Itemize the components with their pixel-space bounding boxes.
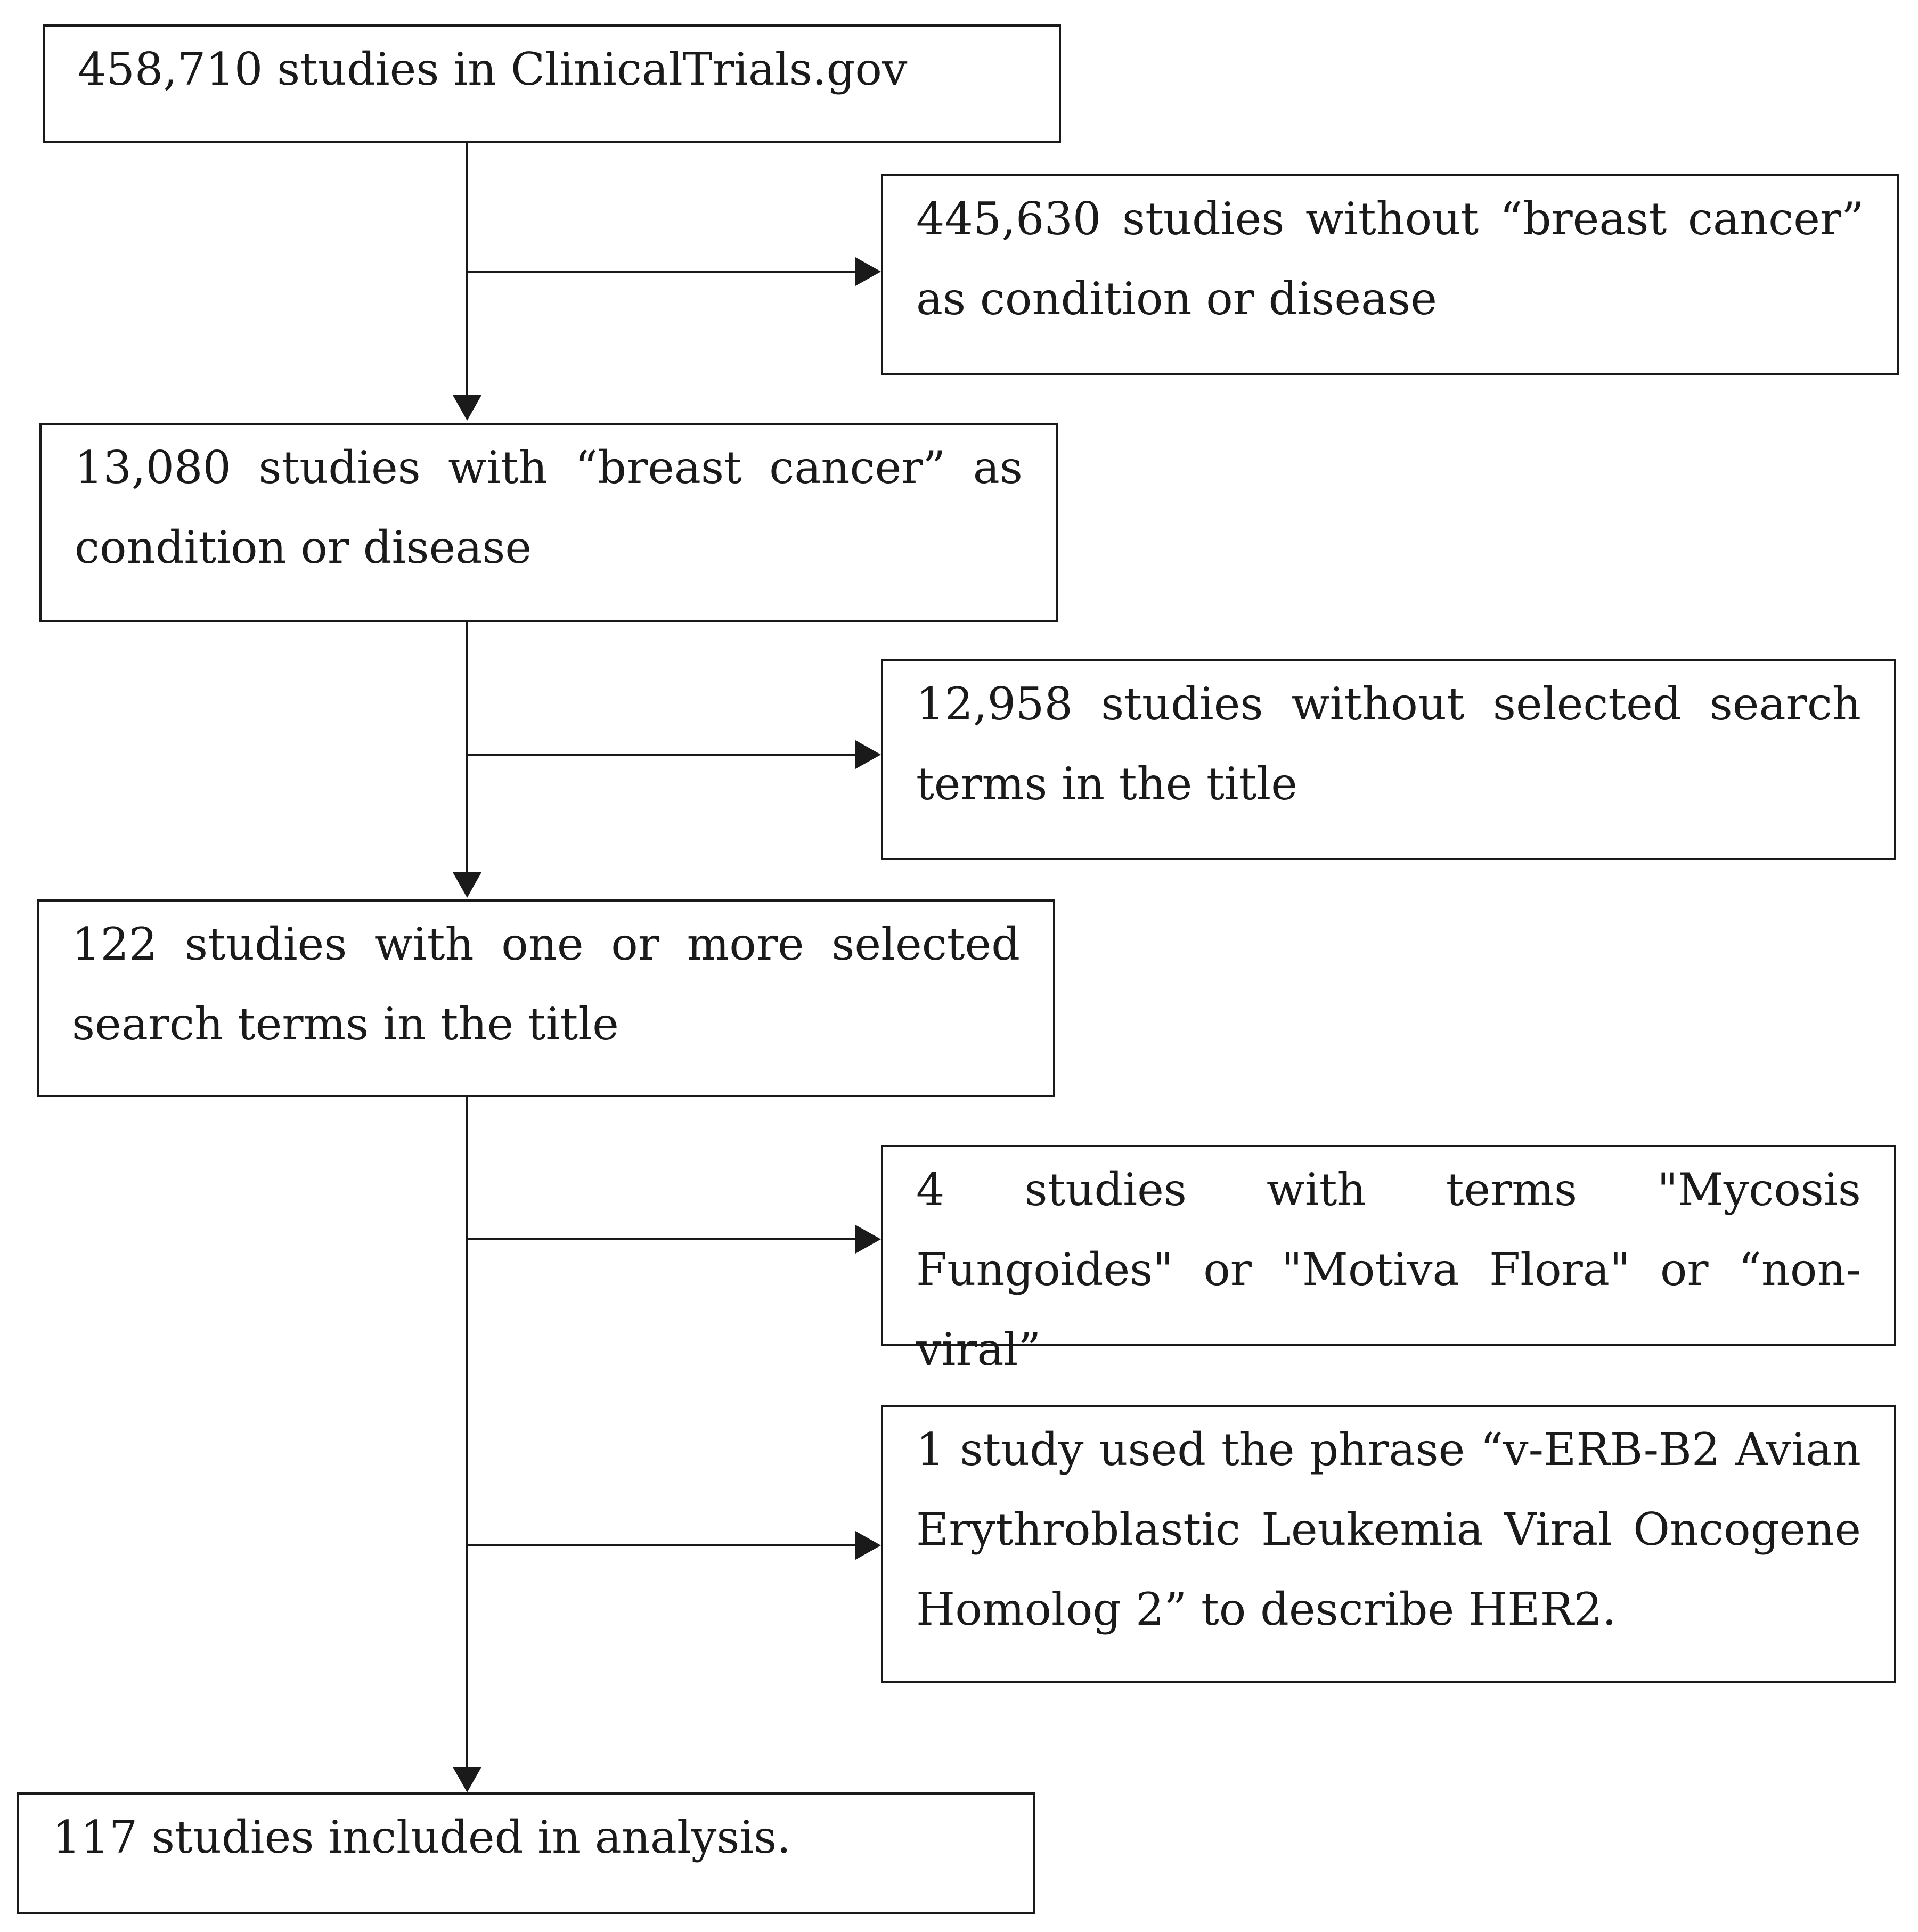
start-box: 458,710 studies in ClinicalTrials.gov [43, 24, 1061, 143]
excluded-box-3-text: 4 studies with terms "Mycosis Fungoides"… [916, 1164, 1861, 1376]
step-box-2: 122 studies with one or more selected se… [37, 899, 1055, 1097]
step-box-2-text: 122 studies with one or more selected se… [72, 918, 1020, 1050]
arrow-down-step2 [453, 872, 481, 898]
arrow-right-excluded-4 [855, 1531, 881, 1560]
excluded-box-2-text: 12,958 studies without selected search t… [916, 678, 1861, 810]
arrow-down-final [453, 1767, 481, 1792]
excluded-box-2: 12,958 studies without selected search t… [881, 659, 1896, 860]
excluded-box-4: 1 study used the phrase “v-ERB-B2 Avian … [881, 1405, 1896, 1683]
arrow-right-excluded-1 [855, 257, 881, 286]
start-box-text: 458,710 studies in ClinicalTrials.gov [78, 43, 908, 95]
excluded-box-1: 445,630 studies without “breast cancer” … [881, 174, 1899, 375]
excluded-box-3: 4 studies with terms "Mycosis Fungoides"… [881, 1145, 1896, 1376]
final-box-text: 117 studies included in analysis. [52, 1811, 791, 1863]
step-box-1-text: 13,080 studies with “breast cancer” as c… [75, 441, 1023, 574]
excluded-box-1-text: 445,630 studies without “breast cancer” … [916, 193, 1864, 325]
final-box: 117 studies included in analysis. [17, 1792, 1035, 1914]
arrow-right-excluded-2 [855, 740, 881, 769]
arrow-right-excluded-3 [855, 1225, 881, 1254]
excluded-box-4-text: 1 study used the phrase “v-ERB-B2 Avian … [916, 1423, 1861, 1635]
step-box-1: 13,080 studies with “breast cancer” as c… [39, 423, 1058, 622]
arrow-down-step1 [453, 395, 481, 421]
